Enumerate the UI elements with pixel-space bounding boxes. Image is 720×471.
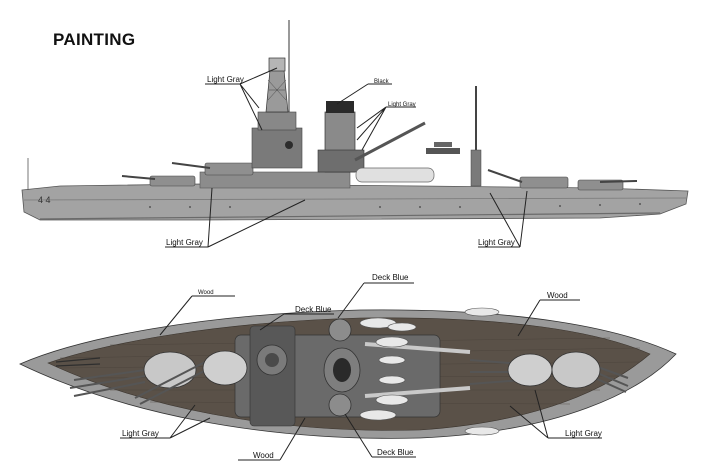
plan-turret-3: [469, 353, 553, 387]
svg-text:4 4: 4 4: [38, 195, 51, 205]
profile-forward-mast: [251, 20, 303, 169]
profile-forward-deckhouse: [199, 171, 351, 189]
plan-turret-4: [551, 351, 629, 393]
plan-boats: [359, 307, 500, 436]
label-deck-blue-right: Deck Blue: [372, 273, 409, 282]
label-wood-left: Wood: [198, 290, 214, 296]
label-black-funnel: Black: [374, 79, 390, 85]
label-light-gray-hull-forward: Light Gray: [166, 238, 203, 247]
profile-turret-1: [149, 175, 196, 187]
label-light-gray-mast: Light Gray: [207, 75, 244, 84]
label-deck-blue-left: Deck Blue: [295, 305, 332, 314]
label-light-gray-left: Light Gray: [122, 429, 159, 438]
label-wood-right: Wood: [547, 291, 568, 300]
profile-view: 4 4: [21, 20, 689, 221]
profile-labels: Light Gray Black Light Gray Light Gray L…: [166, 75, 515, 247]
plan-deck-blue-platform-lower: [328, 393, 352, 417]
label-light-gray-hull-aft: Light Gray: [478, 238, 515, 247]
label-wood-bottom: Wood: [253, 451, 274, 460]
profile-boats: [355, 167, 435, 183]
plan-leaders: [120, 282, 602, 461]
page-title: PAINTING: [53, 30, 136, 49]
label-light-gray-right: Light Gray: [565, 429, 602, 438]
profile-seaplane: [426, 142, 460, 154]
plan-view: [19, 307, 677, 439]
profile-leaders: [165, 67, 528, 248]
profile-aft-mast: [470, 86, 482, 187]
plan-turret-2: [134, 350, 248, 405]
profile-turret-3: [519, 176, 569, 189]
profile-crane: [354, 121, 426, 162]
plan-deck-blue-platform-upper: [328, 318, 352, 342]
profile-turret-2: [204, 162, 254, 176]
profile-funnel: [317, 101, 365, 173]
label-deck-blue-bottom: Deck Blue: [377, 448, 414, 457]
plan-labels: Wood Deck Blue Deck Blue Wood Light Gray…: [122, 273, 602, 460]
plan-turret-1: [69, 351, 197, 397]
label-light-gray-funnel: Light Gray: [388, 102, 416, 108]
